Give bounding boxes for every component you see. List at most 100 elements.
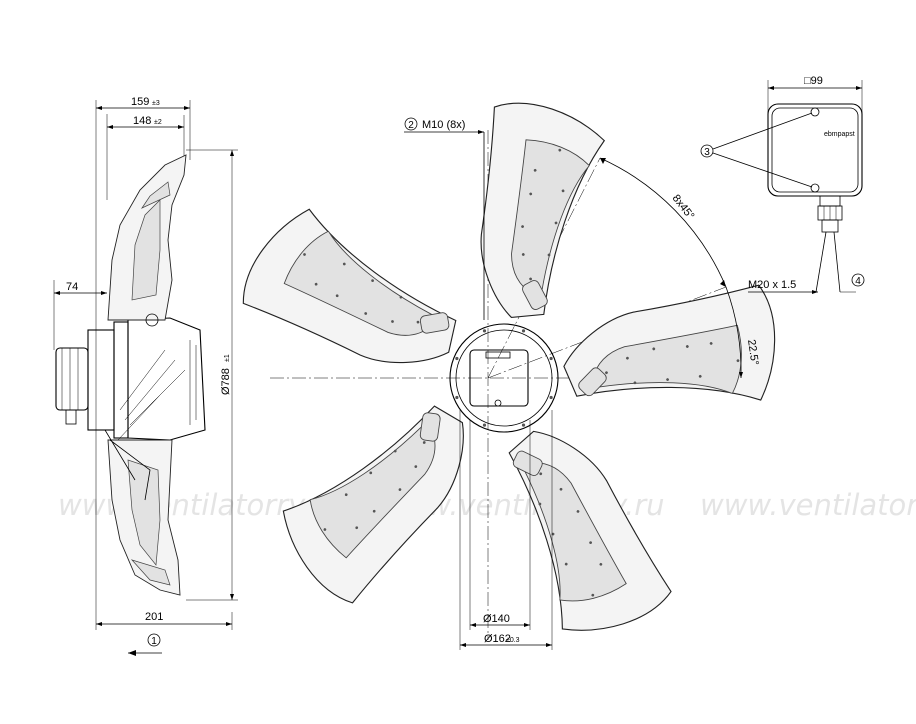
- blade-reinforcement: [511, 139, 590, 296]
- blade-rivet: [538, 502, 542, 506]
- dim-angle-offset: 22.5°: [745, 339, 760, 366]
- blade-rivet: [633, 381, 637, 385]
- blade-rivet: [533, 168, 537, 172]
- hub-inner-ring: [455, 329, 553, 427]
- blade-rivet: [626, 356, 629, 360]
- blade-root-bracket: [419, 312, 450, 334]
- terminal-box-body: [767, 103, 863, 197]
- hub-bolt: [521, 423, 526, 427]
- blade-rivet: [416, 320, 420, 324]
- blade-rivet: [344, 493, 348, 497]
- impeller-blade: [508, 430, 672, 631]
- dim-hub-outer: Ø162: [484, 633, 511, 645]
- blade-rivet: [554, 221, 558, 225]
- callout-gland: 4: [855, 276, 861, 287]
- angle-arc-offset: [725, 286, 742, 379]
- dim-diameter: Ø788: [220, 368, 232, 395]
- dim-blade-depth: 148: [133, 115, 151, 127]
- blade-rivet: [558, 148, 562, 152]
- blade-rivet: [422, 441, 426, 444]
- blade-rivet: [391, 320, 394, 323]
- blade-rivet: [599, 562, 603, 566]
- blade-rivet: [576, 510, 580, 513]
- blade-rivet: [685, 345, 689, 348]
- side-view: 159 ±3 148 ±2 74 Ø788 ±1 201 1: [53, 96, 238, 656]
- blade-rivet: [529, 192, 533, 196]
- blade-rivet: [589, 541, 592, 544]
- box-brand-logo: ebmpapst: [824, 131, 855, 138]
- impeller-blade: [563, 284, 776, 401]
- blade-root-bracket: [578, 367, 607, 397]
- blade-reinforcement: [283, 230, 435, 336]
- dim-gland-thread: M20 x 1.5: [748, 279, 796, 291]
- watermark-3: www.ventilatorry.ru: [700, 488, 916, 522]
- dim-hub-outer-tol: ±0.3: [506, 637, 520, 644]
- blade-rivet: [414, 465, 418, 468]
- watermark-layer: www.ventilatorry.ru www.ventilatorry.ru …: [58, 488, 916, 522]
- blade-rivet: [605, 371, 608, 375]
- angle-arc-spacing: [599, 157, 727, 288]
- terminal-box-detail: □99 ebmpapst 3 M20 x 1.5 4: [700, 75, 865, 294]
- blade-rivet: [372, 509, 376, 513]
- dim-angle-spacing: 8x45°: [670, 192, 697, 222]
- hub-outer-ring: [449, 323, 559, 433]
- impeller-blade: [282, 405, 464, 604]
- blade-rivet: [521, 253, 525, 256]
- blade-reinforcement: [591, 324, 742, 395]
- hub-bolt: [455, 356, 459, 361]
- blade-rivet: [551, 532, 555, 536]
- dim-hub-inner: Ø140: [483, 613, 510, 625]
- blade-rivet: [393, 449, 397, 453]
- blade-rivet: [736, 359, 740, 363]
- callout-screws-marker: [700, 144, 714, 158]
- blade-rivet: [371, 279, 374, 282]
- blade-rivet: [652, 347, 656, 351]
- box-screw-top: [810, 107, 820, 117]
- blade-rivet: [364, 312, 368, 315]
- blade-rivet: [547, 253, 551, 257]
- hub-bolt: [549, 356, 553, 361]
- callout-gland-marker: [851, 273, 865, 287]
- blade-rivet: [709, 342, 713, 345]
- blade-rivet: [666, 378, 669, 381]
- hub-bolt: [482, 329, 487, 333]
- hub-bolt: [455, 395, 459, 400]
- callout-screws: 3: [704, 147, 710, 158]
- blade-rivet: [398, 488, 402, 491]
- dim-overall-depth: 159: [131, 96, 149, 108]
- blade-root-bracket: [522, 280, 548, 310]
- dim-base-width: 201: [145, 611, 163, 623]
- callout-thread: 2: [408, 120, 414, 131]
- blade-rivet: [564, 562, 568, 566]
- front-view: 2 M10 (8x) 8x45° 22.5° Ø140 Ø162 ±0.3: [242, 102, 776, 650]
- hub-bolt: [482, 423, 487, 427]
- blade-rivet: [369, 471, 373, 475]
- callout-airflow: 1: [151, 636, 157, 647]
- dim-diameter-tol: ±1: [224, 354, 231, 362]
- dim-overall-depth-tol: ±3: [152, 100, 160, 107]
- blade-rivet: [539, 472, 543, 476]
- blade-rivet: [698, 374, 702, 378]
- blade-root-bracket: [512, 450, 543, 476]
- impeller-blade: [242, 208, 457, 364]
- hub-bolt: [549, 395, 553, 400]
- impeller-blades: [242, 102, 776, 631]
- dim-motor-offset: 74: [66, 281, 78, 293]
- callout-airflow-marker: [147, 633, 161, 647]
- blade-rivet: [323, 528, 327, 531]
- blade-rivet: [399, 295, 403, 299]
- blade-rivet: [342, 262, 346, 266]
- blade-rivet: [561, 189, 565, 193]
- dim-box-width: □99: [804, 75, 823, 87]
- blade-rivet: [303, 253, 306, 256]
- hub-bolts: [455, 329, 553, 427]
- blade-rivet: [559, 487, 563, 491]
- blade-root-bracket: [419, 412, 441, 442]
- blade-rivet: [314, 282, 318, 286]
- blade-reinforcement: [524, 462, 627, 602]
- blade-rivet: [529, 277, 532, 281]
- hub-bolt: [521, 329, 526, 333]
- blade-rivet: [355, 526, 359, 530]
- callout-thread-marker: [404, 117, 418, 131]
